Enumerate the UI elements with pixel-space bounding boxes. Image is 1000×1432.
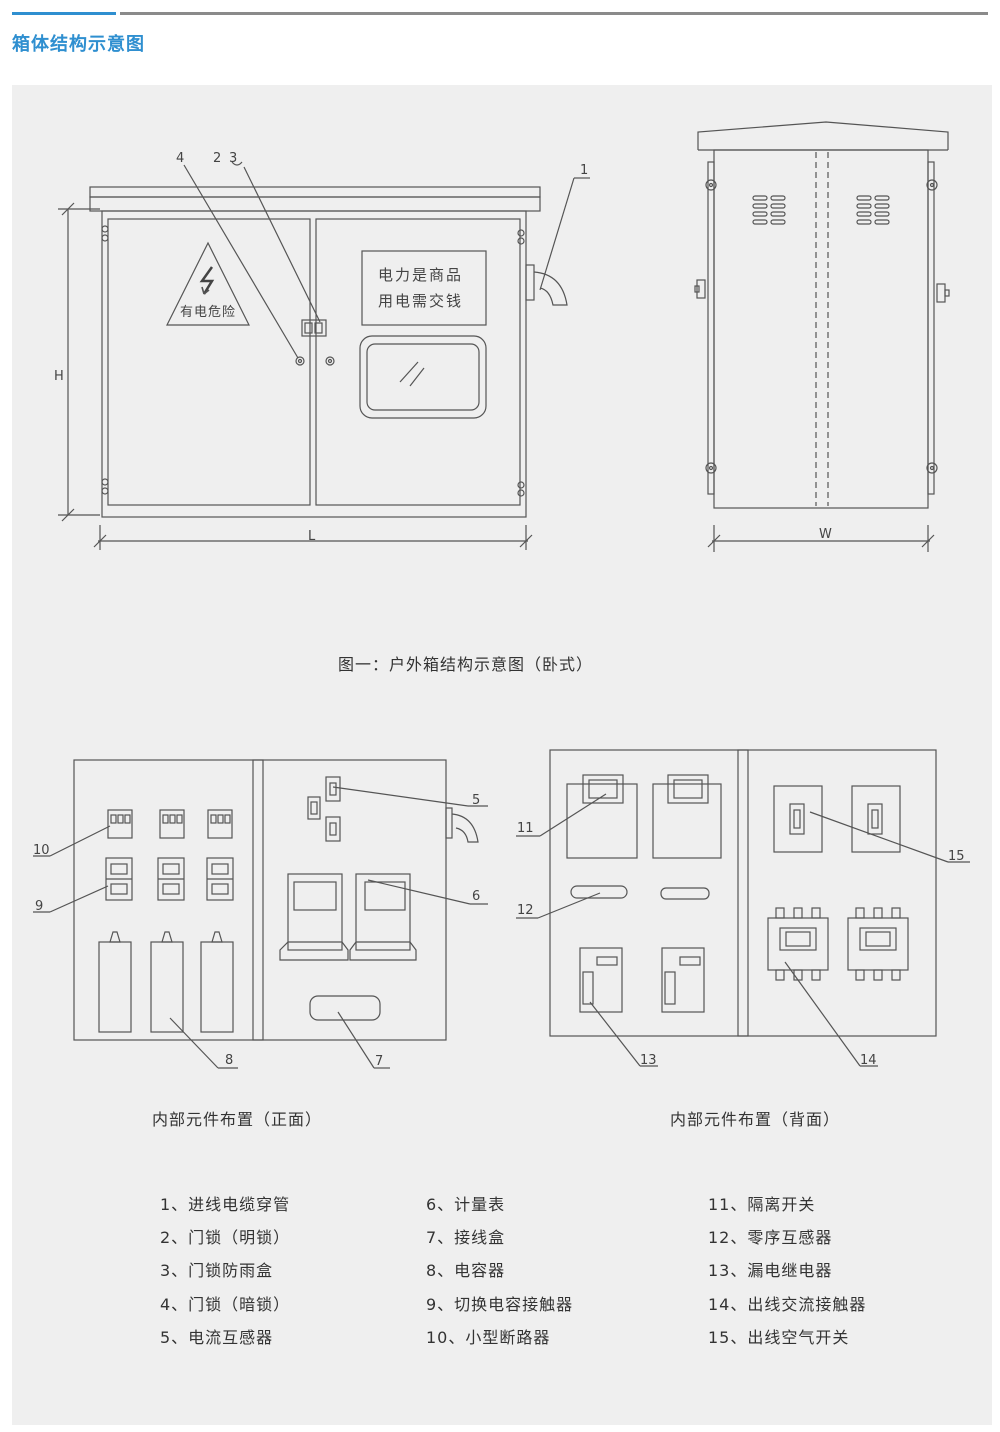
legend-item: 15、出线空气开关 <box>708 1328 850 1347</box>
dim-w-label: W <box>819 527 832 542</box>
legend-item: 13、漏电继电器 <box>708 1261 833 1280</box>
back-layout-panel <box>516 749 970 1067</box>
front-layout-caption: 内部元件布置（正面） <box>152 1110 323 1129</box>
callout-11: 11 <box>517 821 534 836</box>
legend-item: 3、门锁防雨盒 <box>160 1261 274 1280</box>
legend-item: 10、小型断路器 <box>426 1328 551 1347</box>
dim-l-label: L <box>308 529 316 544</box>
callout-3: 3 <box>229 151 237 166</box>
legend-item: 5、电流互感器 <box>160 1328 274 1347</box>
back-layout-caption: 内部元件布置（背面） <box>670 1110 841 1129</box>
callout-10: 10 <box>33 843 50 858</box>
front-layout-panel <box>33 759 488 1069</box>
legend-item: 9、切换电容接触器 <box>426 1295 574 1314</box>
page-title: 箱体结构示意图 <box>12 34 145 55</box>
callout-9: 9 <box>35 899 43 914</box>
header-accent-line <box>12 12 116 15</box>
callout-14: 14 <box>860 1053 877 1068</box>
legend-item: 1、进线电缆穿管 <box>160 1195 291 1214</box>
callout-12: 12 <box>517 903 534 918</box>
header-divider-line <box>120 12 988 15</box>
sign-line-1: 电力是商品 <box>378 266 463 284</box>
legend-item: 11、隔离开关 <box>708 1195 816 1214</box>
legend-item: 14、出线交流接触器 <box>708 1295 867 1314</box>
legend-item: 4、门锁（暗锁） <box>160 1295 291 1314</box>
callout-2: 2 <box>213 151 221 166</box>
callout-1: 1 <box>580 163 588 178</box>
legend-item: 12、零序互感器 <box>708 1228 833 1247</box>
legend-item: 8、电容器 <box>426 1261 506 1280</box>
legend-item: 2、门锁（明锁） <box>160 1228 291 1247</box>
callout-4: 4 <box>176 151 184 166</box>
dim-h-label: H <box>54 369 64 384</box>
callout-15: 15 <box>948 849 965 864</box>
front-view <box>58 161 590 550</box>
callout-6: 6 <box>472 889 480 904</box>
legend-item: 6、计量表 <box>426 1195 506 1214</box>
callout-8: 8 <box>225 1053 233 1068</box>
sign-line-2: 用电需交钱 <box>378 292 463 310</box>
warning-label: 有电危险 <box>180 305 236 320</box>
figure1-caption: 图一：户外箱结构示意图（卧式） <box>338 655 594 674</box>
side-view <box>694 121 950 552</box>
callout-7: 7 <box>375 1054 383 1069</box>
callout-13: 13 <box>640 1053 657 1068</box>
legend-item: 7、接线盒 <box>426 1228 506 1247</box>
callout-5: 5 <box>472 793 480 808</box>
